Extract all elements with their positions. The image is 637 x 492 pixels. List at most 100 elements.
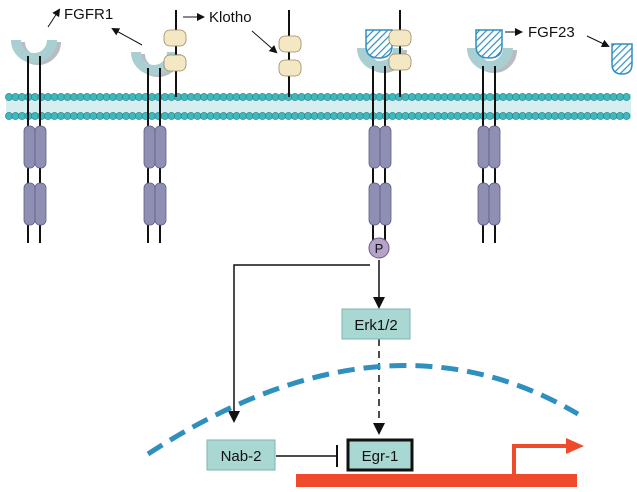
lipid-head	[102, 112, 111, 120]
klotho-domain	[388, 53, 412, 71]
receptor-kinase-domain	[488, 125, 501, 169]
fgf23-ligand-bound	[475, 29, 503, 59]
klotho-domain	[163, 54, 187, 72]
lipid-head	[564, 93, 572, 101]
lipid-head	[11, 93, 20, 101]
receptor-kinase-domain	[34, 182, 47, 226]
lipid-head	[603, 93, 611, 101]
lipid-head	[492, 112, 501, 120]
lipid-head	[440, 93, 449, 101]
lipid-head	[200, 112, 208, 120]
lipid-head	[154, 112, 163, 120]
lipid-head	[616, 93, 624, 101]
lipid-head	[278, 93, 286, 101]
receptor-kinase-domain	[477, 182, 490, 226]
lipid-head	[76, 112, 85, 120]
lipid-head	[499, 112, 507, 120]
nuclear-envelope	[146, 363, 580, 457]
lipid-head	[330, 112, 338, 120]
lipid-head	[193, 93, 202, 101]
lipid-head	[622, 112, 631, 120]
lipid-head	[70, 112, 78, 120]
lipid-head	[63, 112, 72, 120]
lipid-head	[375, 93, 384, 101]
lipid-head	[583, 93, 592, 101]
lipid-head	[148, 93, 156, 101]
label-fgfr1: FGFR1	[64, 6, 113, 23]
fgfr1-receptor-4	[467, 29, 517, 243]
lipid-head	[44, 93, 52, 101]
lipid-head	[63, 93, 72, 101]
lipid-head	[11, 112, 20, 120]
lipid-head	[408, 93, 416, 101]
lipid-head	[473, 93, 481, 101]
lipid-head	[505, 93, 514, 101]
label-egr1: Egr-1	[362, 448, 399, 465]
lipid-head	[466, 112, 475, 120]
lipid-head	[421, 93, 429, 101]
lipid-head	[492, 93, 501, 101]
lipid-head	[466, 93, 475, 101]
lipid-head	[343, 112, 351, 120]
lipid-head	[206, 112, 215, 120]
lipid-head	[304, 112, 312, 120]
label-klotho: Klotho	[209, 9, 252, 26]
lipid-head	[551, 112, 559, 120]
lipid-head	[83, 112, 91, 120]
lipid-head	[89, 112, 98, 120]
egr1-box	[346, 438, 414, 472]
lipid-head	[187, 112, 195, 120]
lipid-head	[486, 93, 494, 101]
lipid-head	[18, 93, 26, 101]
lipid-head	[356, 93, 364, 101]
lipid-head	[161, 93, 169, 101]
lipid-head	[408, 112, 416, 120]
klotho-domain	[163, 29, 187, 47]
lipid-head	[525, 93, 533, 101]
lipid-head	[5, 112, 13, 120]
lipid-head	[148, 112, 156, 120]
lipid-head	[265, 112, 273, 120]
lipid-head	[245, 93, 254, 101]
lipid-head	[174, 112, 182, 120]
fgfr1-receptor-3	[357, 10, 412, 243]
lipid-head	[330, 93, 338, 101]
lipid-head	[213, 112, 221, 120]
label-phospho: P	[375, 241, 384, 256]
lipid-head	[323, 93, 332, 101]
lipid-head	[434, 112, 442, 120]
lipid-head	[109, 93, 117, 101]
receptor-kinase-domain	[477, 125, 490, 169]
lipid-head	[122, 112, 130, 120]
lipid-head	[414, 93, 423, 101]
lipid-head	[512, 112, 520, 120]
lipid-head	[128, 93, 137, 101]
lipid-head	[135, 93, 143, 101]
lipid-head	[239, 112, 247, 120]
lipid-head	[83, 93, 91, 101]
lipid-head	[609, 93, 618, 101]
lipid-head	[609, 112, 618, 120]
lipid-head	[401, 112, 410, 120]
receptor-kinase-domain	[34, 125, 47, 169]
lipid-head	[44, 112, 52, 120]
lipid-head	[291, 93, 299, 101]
receptor-kinase-domain	[379, 182, 392, 226]
lipid-head	[434, 93, 442, 101]
lipid-head	[226, 93, 234, 101]
lipid-head	[505, 112, 514, 120]
lipid-head	[538, 112, 546, 120]
lipid-head	[310, 112, 319, 120]
lipid-head	[167, 112, 176, 120]
lipid-head	[271, 93, 280, 101]
transcription-start-arrow	[512, 444, 568, 474]
lipid-head	[473, 112, 481, 120]
lipid-head	[401, 93, 410, 101]
lipid-head	[460, 112, 468, 120]
lipid-head	[278, 112, 286, 120]
receptor-kinase-domain	[368, 125, 381, 169]
lipid-head	[265, 93, 273, 101]
lipid-head	[284, 112, 293, 120]
lipid-head	[50, 93, 59, 101]
